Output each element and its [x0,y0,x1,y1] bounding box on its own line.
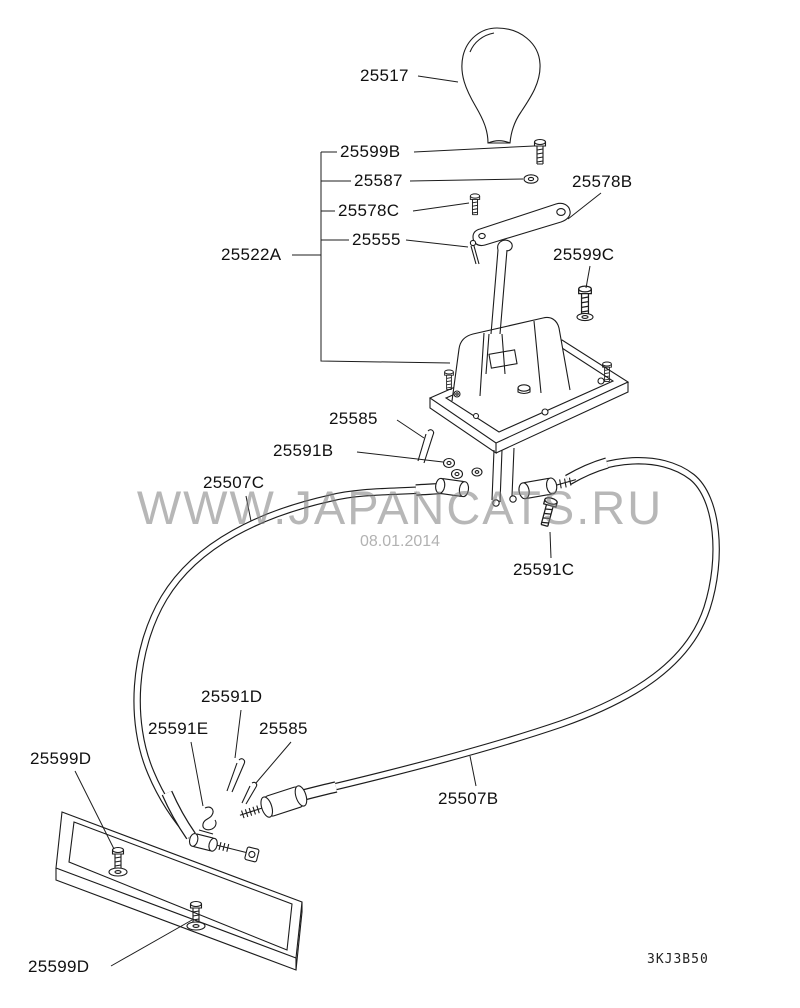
screw-25578c [469,193,481,216]
part-label-25507c: 25507C [203,473,265,492]
drawing-code: 3KJ3B50 [647,952,709,967]
part-label-25522a: 25522A [221,245,282,264]
watermark-date: 08.01.2014 [359,533,441,550]
bracket-arm-25578b [472,202,571,247]
mounting-bracket-tray [55,811,303,971]
screw-25599c [576,285,594,322]
screw-25599b [533,138,547,165]
part-label-25587: 25587 [354,171,403,190]
cable-25507b [280,457,720,806]
part-label-25599d-top: 25599D [30,749,92,768]
part-label-25585-bottom: 25585 [259,719,308,738]
tray-bolt-lower [186,900,206,931]
part-label-25591b: 25591B [273,441,334,460]
pin-25555 [469,239,480,265]
part-label-25578c: 25578C [338,201,400,220]
watermark: WWW.JAPANCATS.RU [136,481,664,534]
part-label-25591d: 25591D [201,687,263,706]
washer-25587 [523,174,539,184]
cable-fitting-left-upper [435,477,470,498]
part-label-25507b: 25507B [438,789,499,808]
part-label-25578b: 25578B [572,172,633,191]
tray-bolt-upper [108,846,128,877]
washers-25591b [442,457,464,480]
shifter-assembly [428,239,630,507]
pin-25591d [226,758,246,793]
clip-25591e [198,806,217,835]
shift-knob [461,27,541,144]
cable-end-25507c [188,832,260,863]
leader-lines [74,75,602,967]
part-label-25517: 25517 [360,66,409,85]
part-label-25599b: 25599B [340,142,401,161]
cable-fitting-right-upper [518,477,577,500]
part-label-25599d-bottom: 25599D [28,957,90,976]
pin-25585-upper [417,429,435,464]
cable-end-25507b [239,785,308,819]
part-label-25599c: 25599C [553,245,615,264]
part-label-25591e: 25591E [148,719,209,738]
part-label-25585-top: 25585 [329,409,378,428]
pin-25585-lower [241,781,258,805]
part-label-25591c: 25591C [513,560,575,579]
part-label-25555: 25555 [352,230,401,249]
